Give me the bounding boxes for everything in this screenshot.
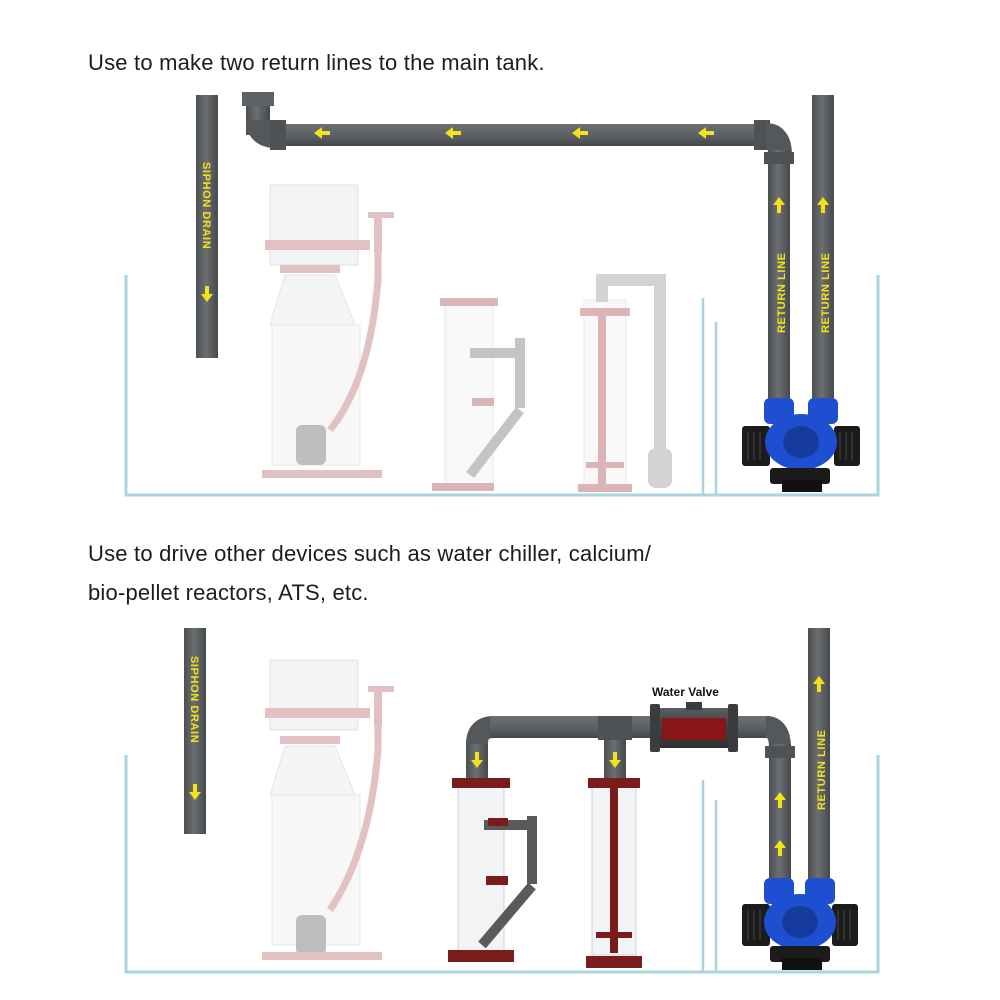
protein-skimmer-faded bbox=[262, 659, 394, 960]
siphon-drain-pipe: SIPHON DRAIN bbox=[196, 95, 218, 358]
return-line-pipe-2: RETURN LINE bbox=[812, 95, 834, 402]
pump-icon bbox=[742, 398, 860, 492]
siphon-drain-pipe: SIPHON DRAIN bbox=[184, 628, 206, 834]
reactor-faded-2 bbox=[578, 274, 672, 492]
diagram-drive-devices: SIPHON DRAIN bbox=[124, 628, 880, 974]
siphon-drain-label: SIPHON DRAIN bbox=[200, 162, 212, 249]
return-line-pipe-1: RETURN LINE bbox=[242, 92, 794, 402]
protein-skimmer-faded bbox=[262, 184, 394, 478]
calcium-reactor bbox=[448, 778, 537, 962]
return-line-label-2: RETURN LINE bbox=[820, 252, 832, 333]
reactor-faded-1 bbox=[432, 298, 525, 491]
siphon-drain-label: SIPHON DRAIN bbox=[188, 656, 200, 743]
return-line-pipe: RETURN LINE bbox=[808, 628, 830, 882]
caption-return-lines: Use to make two return lines to the main… bbox=[88, 50, 545, 75]
caption-drive-devices-line1: Use to drive other devices such as water… bbox=[88, 541, 652, 566]
pump-icon bbox=[742, 878, 858, 970]
sump-tank bbox=[124, 275, 880, 497]
distribution-pipe bbox=[466, 716, 795, 882]
water-valve-icon bbox=[650, 702, 738, 752]
return-line-label-1: RETURN LINE bbox=[776, 252, 788, 333]
diagram-return-lines: SIPHON DRAIN RETURN LINE RETURN LINE bbox=[124, 92, 880, 497]
sump-tank bbox=[124, 755, 880, 974]
return-line-label: RETURN LINE bbox=[816, 729, 828, 810]
bio-pellet-reactor bbox=[586, 778, 642, 968]
caption-drive-devices-line2: bio-pellet reactors, ATS, etc. bbox=[88, 580, 369, 605]
water-valve-label: Water Valve bbox=[652, 685, 719, 699]
